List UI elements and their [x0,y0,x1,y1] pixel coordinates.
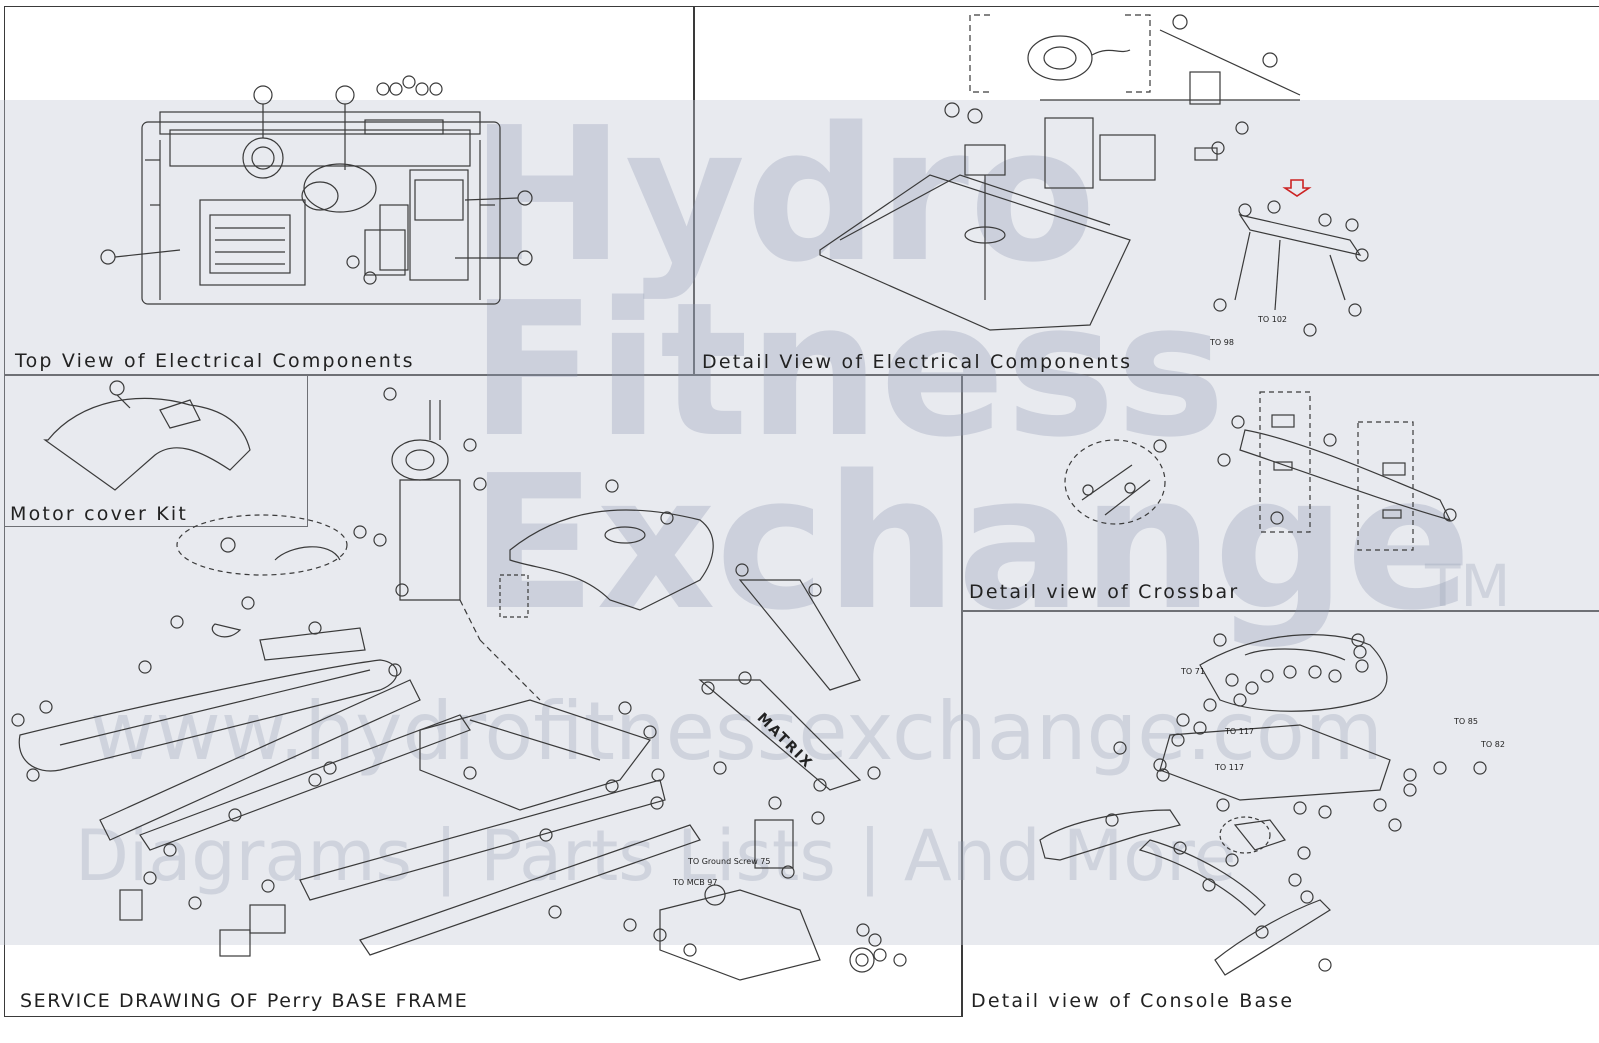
panel-crossbar [961,374,1599,612]
watermark-fitness: Fitness [470,262,1226,478]
panel-console-base [961,610,1599,1017]
watermark-exchange: Exchange [470,435,1472,651]
detail-view-drawing [819,14,1369,337]
caption-crossbar: Detail view of Crossbar [969,581,1240,603]
watermark-band [0,100,1599,945]
motor-cover-drawing [43,380,251,491]
callout-to-82: TO 82 [1481,740,1505,749]
panel-base-frame [4,374,963,1017]
crossbar-drawing [1064,391,1457,551]
caption-base-frame: SERVICE DRAWING OF Perry BASE FRAME [20,990,469,1012]
watermark-tm: TM [1425,552,1511,620]
base-frame-drawing [11,387,907,981]
caption-console-base: Detail view of Console Base [971,990,1295,1012]
caption-detail-view: Detail View of Electrical Components [702,351,1133,373]
watermark-url: www.hydrofitnessexchange.com [90,685,1383,778]
callout-to-71: TO 71 [1181,667,1205,676]
panel-detail-view [693,6,1599,376]
top-view-drawing [100,75,533,305]
callout-to-85: TO 85 [1454,717,1478,726]
callout-to-117-b: TO 117 [1215,763,1244,772]
callout-to-117-a: TO 117 [1225,727,1254,736]
caption-top-view: Top View of Electrical Components [15,350,415,372]
callout-to-102: TO 102 [1258,315,1287,324]
console-base-drawing [1039,633,1487,976]
red-arrow-marker [1282,179,1312,197]
panel-top-view [4,6,695,376]
caption-motor-cover: Motor cover Kit [10,503,188,525]
callout-to-mcb: TO MCB 97 [673,878,718,887]
callout-to-98: TO 98 [1210,338,1234,347]
callout-to-ground-screw: TO Ground Screw 75 [688,857,771,866]
